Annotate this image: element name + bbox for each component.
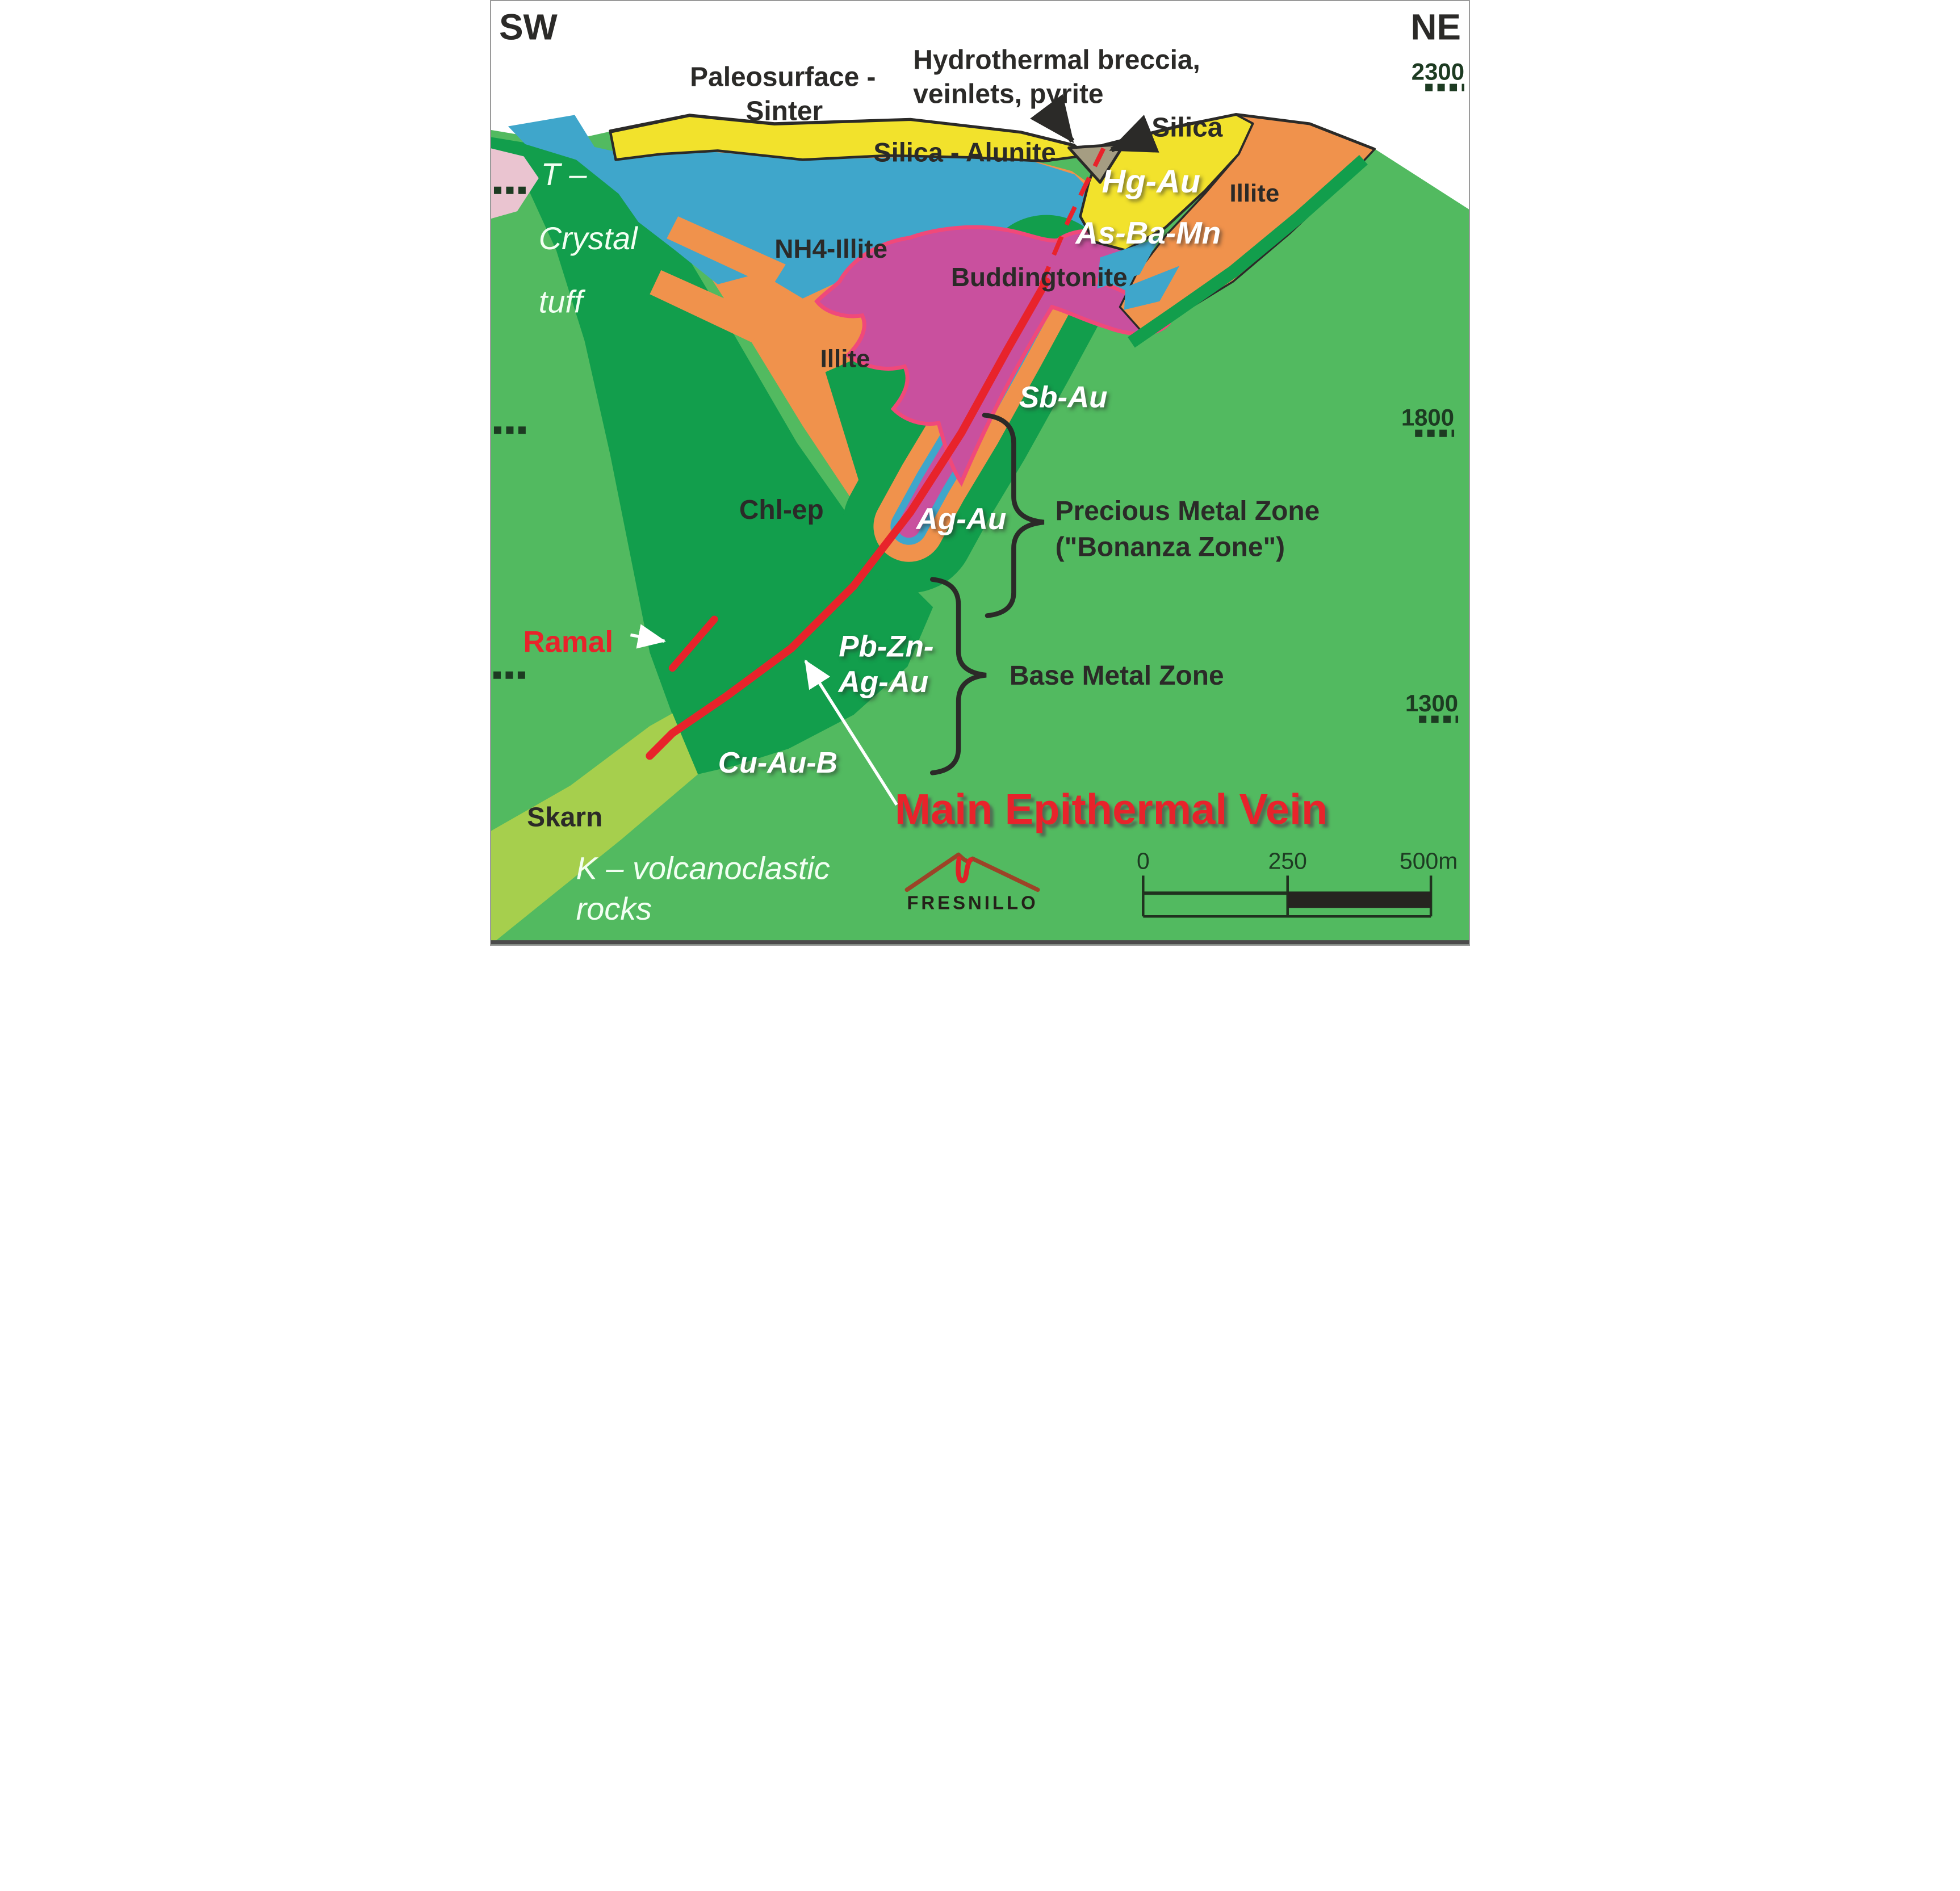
fresnillo-logo bbox=[904, 852, 1040, 892]
buddingtonite-magenta bbox=[814, 225, 1171, 487]
hydrothermal-label-line2: veinlets, pyrite bbox=[913, 79, 1103, 110]
hg-au-label: Hg-Au bbox=[1102, 163, 1201, 200]
crystal-tuff-label-line2: Crystal bbox=[539, 220, 638, 256]
silica-alunite-label: Silica - Alunite bbox=[873, 137, 1056, 167]
illite-ne-label: Illite bbox=[1229, 179, 1279, 207]
main-epithermal-vein-line bbox=[646, 277, 1050, 760]
elevation-1800-label: 1800 bbox=[1401, 404, 1454, 430]
main-vein-arrow-icon bbox=[804, 659, 898, 806]
main-vein-label: Main Epithermal Vein bbox=[895, 786, 1328, 834]
nh4-illite-label: NH4-Illite bbox=[774, 234, 887, 263]
vein-dashed-projection bbox=[1036, 147, 1106, 294]
silica-arrow-icon bbox=[1109, 115, 1159, 153]
ramal-label: Ramal bbox=[523, 625, 613, 659]
volcanoclastic-label-line2: rocks bbox=[576, 891, 652, 926]
scale-0-label: 0 bbox=[1137, 848, 1150, 874]
silica-label: Silica bbox=[1151, 112, 1222, 142]
cu-au-b-label: Cu-Au-B bbox=[718, 746, 837, 779]
logo-squiggle-icon bbox=[956, 856, 973, 883]
elevation-2300-label: 2300 bbox=[1412, 58, 1464, 85]
ramal-arrow-icon bbox=[630, 624, 666, 649]
breccia-arrow-icon bbox=[1030, 94, 1075, 144]
compass-sw-label: SW bbox=[499, 6, 558, 47]
skarn-label: Skarn bbox=[527, 803, 602, 833]
ne-contact-strip bbox=[1128, 154, 1368, 348]
volcanoclastic-label-line1: K – volcanoclastic bbox=[576, 850, 830, 886]
orange-stripe-2 bbox=[650, 270, 769, 343]
cross-section-canvas: SW NE Paleosurface - Sinter Hydrothermal… bbox=[491, 1, 1469, 945]
fresnillo-wordmark: FRESNILLO bbox=[907, 892, 1038, 913]
skarn-band bbox=[491, 713, 698, 945]
ag-au-label: Ag-Au bbox=[915, 502, 1007, 536]
pb-zn-label-line2: Ag-Au bbox=[837, 665, 929, 699]
scale-bar bbox=[1142, 875, 1433, 918]
sb-au-label: Sb-Au bbox=[1019, 380, 1108, 414]
hydrothermal-label-line1: Hydrothermal breccia, bbox=[913, 45, 1200, 76]
blue-sliver-1 bbox=[1097, 237, 1160, 289]
base-zone-label: Base Metal Zone bbox=[1010, 661, 1224, 691]
elevation-1300-label: 1300 bbox=[1405, 690, 1458, 716]
geological-cross-section: SW NE Paleosurface - Sinter Hydrothermal… bbox=[490, 0, 1470, 946]
precious-zone-brace bbox=[982, 413, 1045, 618]
paleosurface-label-line1: Paleosurface - bbox=[690, 62, 876, 93]
scale-500-label: 500m bbox=[1400, 848, 1458, 874]
pink-unit bbox=[491, 148, 539, 219]
compass-ne-label: NE bbox=[1410, 6, 1461, 47]
pb-zn-label-line1: Pb-Zn- bbox=[839, 630, 933, 663]
crystal-tuff-label-line1: T – bbox=[541, 156, 588, 192]
scale-bar-fill bbox=[1287, 892, 1431, 908]
crystal-tuff-label-line3: tuff bbox=[539, 284, 586, 320]
base-zone-brace bbox=[929, 577, 987, 775]
paleosurface-label-line2: Sinter bbox=[746, 97, 823, 127]
precious-zone-label-line2: ("Bonanza Zone") bbox=[1056, 533, 1285, 563]
bottom-border bbox=[491, 940, 1469, 945]
scale-250-label: 250 bbox=[1268, 848, 1307, 874]
illite-center-label: Illite bbox=[820, 345, 870, 372]
chl-ep-label: Chl-ep bbox=[739, 495, 824, 525]
ramal-vein-line bbox=[668, 615, 718, 672]
orange-stripe-1 bbox=[667, 216, 786, 287]
buddingtonite-label: Buddingtonite bbox=[951, 262, 1128, 292]
logo-mountain-icon bbox=[904, 852, 1040, 892]
blue-sliver-2 bbox=[1124, 266, 1180, 310]
as-ba-mn-label: As-Ba-Mn bbox=[1074, 215, 1221, 250]
precious-zone-label-line1: Precious Metal Zone bbox=[1056, 496, 1320, 526]
